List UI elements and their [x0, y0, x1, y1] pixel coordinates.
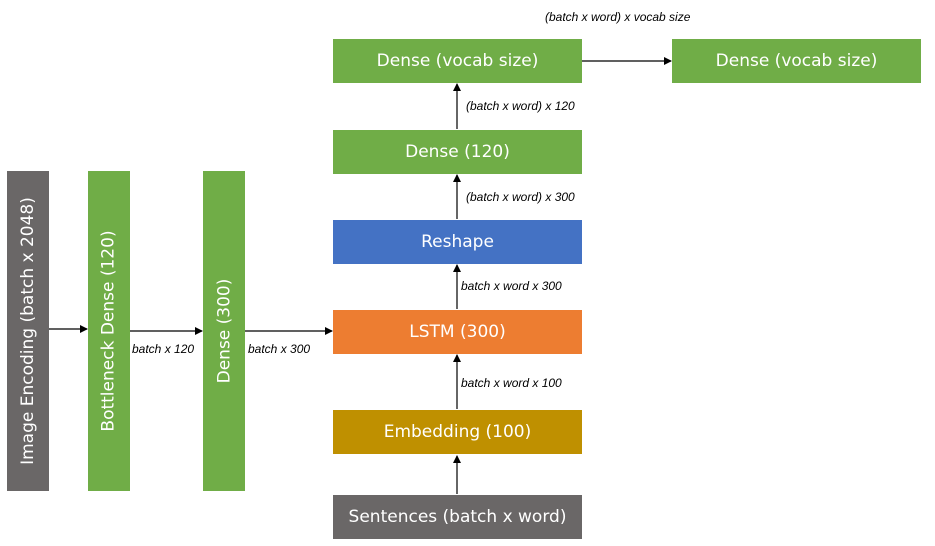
- dense-vocab-label-1: Dense (vocab size): [376, 51, 539, 71]
- lstm-box: LSTM (300): [333, 310, 582, 354]
- edge-label-bw-vocab: (batch x word) x vocab size: [545, 10, 691, 24]
- dense-300-box: Dense (300): [203, 171, 245, 491]
- dense-120-box: Dense (120): [333, 130, 582, 174]
- bottleneck-dense-label: Bottleneck Dense (120): [99, 230, 120, 432]
- sentences-box: Sentences (batch x word): [333, 495, 582, 539]
- image-encoding-box: Image Encoding (batch x 2048): [7, 171, 49, 491]
- edge-label-bw-300: batch x word x 300: [461, 279, 562, 293]
- bottleneck-dense-box: Bottleneck Dense (120): [88, 171, 130, 491]
- dense-120-label: Dense (120): [405, 142, 510, 162]
- dense-vocab-label-2: Dense (vocab size): [715, 51, 878, 71]
- edge-label-batch-x-300: batch x 300: [248, 342, 311, 356]
- dense-300-label: Dense (300): [214, 278, 235, 384]
- sentences-label: Sentences (batch x word): [348, 507, 567, 527]
- embedding-label: Embedding (100): [383, 422, 532, 442]
- edge-label-bw-paren-120: (batch x word) x 120: [466, 99, 575, 113]
- reshape-label: Reshape: [421, 232, 494, 252]
- reshape-box: Reshape: [333, 220, 582, 264]
- dense-vocab-box-1: Dense (vocab size): [333, 39, 582, 83]
- dense-vocab-box-2: Dense (vocab size): [672, 39, 921, 83]
- lstm-label: LSTM (300): [409, 322, 506, 342]
- edge-label-batch-x-120: batch x 120: [132, 342, 195, 356]
- image-encoding-label: Image Encoding (batch x 2048): [18, 197, 39, 465]
- edge-label-bw-paren-300: (batch x word) x 300: [466, 190, 575, 204]
- edge-label-bw-100: batch x word x 100: [461, 376, 562, 390]
- embedding-box: Embedding (100): [333, 410, 582, 454]
